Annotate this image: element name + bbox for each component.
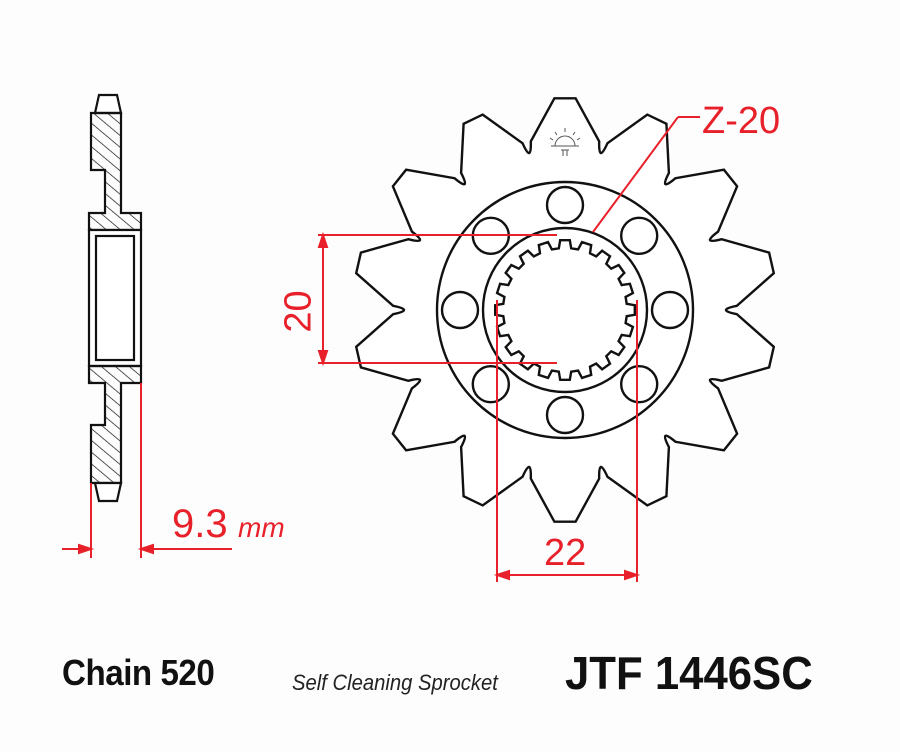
spline-width-label: 22 xyxy=(544,532,587,574)
bore-ring xyxy=(481,226,649,394)
bolt-hole xyxy=(471,364,511,404)
spline-dimensions xyxy=(317,116,700,582)
bolt-hole xyxy=(545,395,585,435)
spline-bore xyxy=(494,239,636,381)
bolt-hole xyxy=(440,290,480,330)
sprocket-front-view xyxy=(354,97,776,523)
jt-logo-icon xyxy=(549,128,581,156)
side-section-view xyxy=(87,93,143,503)
spline-height-label: 20 xyxy=(277,290,320,333)
bolt-hole xyxy=(619,364,659,404)
thickness-value: 9.3 xyxy=(172,502,228,546)
part-number: JTF 1446SC xyxy=(565,647,813,699)
product-subtitle: Self Cleaning Sprocket xyxy=(292,670,498,695)
bolt-hole xyxy=(545,185,585,225)
chain-size-label: Chain 520 xyxy=(62,652,215,693)
thickness-dimension xyxy=(62,383,232,558)
thickness-unit: mm xyxy=(238,512,285,543)
spline-count-label: Z-20 xyxy=(702,100,781,142)
bolt-hole xyxy=(650,290,690,330)
bolt-hole xyxy=(619,216,659,256)
bolt-circle-ring xyxy=(435,180,695,440)
